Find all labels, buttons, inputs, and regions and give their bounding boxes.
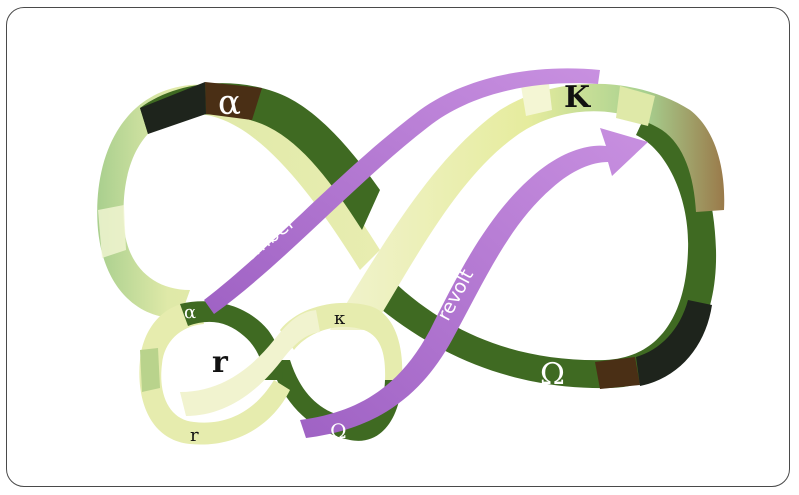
small-loop-kappa-label: κ — [334, 308, 346, 329]
large-loop-omega-brown-segment — [595, 357, 640, 389]
small-loop-r-big-label: r — [212, 345, 229, 380]
large-loop-black-segment-left — [140, 82, 206, 134]
large-loop-black-segment-right — [636, 300, 712, 386]
remember-arrow — [204, 68, 600, 314]
small-loop-omega-label: Ω — [330, 419, 347, 443]
large-loop-alpha-brown-segment — [205, 82, 262, 120]
remember-arrow-shaft — [204, 68, 600, 314]
large-loop-left-dark-top — [140, 83, 380, 230]
large-loop-alpha-label: α — [218, 83, 241, 123]
small-loop-crossing-band — [180, 310, 320, 416]
large-loop-omega-label: Ω — [540, 357, 565, 392]
revolt-arrow-shaft — [300, 128, 648, 438]
large-loop-right-pale-stripe-2 — [616, 86, 655, 126]
large-loop-crossing-band — [330, 83, 725, 330]
small-loop-left-dark-top — [180, 301, 283, 380]
small-loop-r-small-label: r — [190, 425, 199, 446]
small-loop-pale-stripe — [140, 348, 160, 392]
small-loop-left-band — [139, 301, 290, 445]
large-loop-left-pale-stripe — [98, 205, 126, 258]
revolt-arrow — [300, 128, 648, 438]
small-loop-alpha-label: α — [184, 302, 196, 323]
large-loop-kappa-label: K — [564, 80, 591, 115]
